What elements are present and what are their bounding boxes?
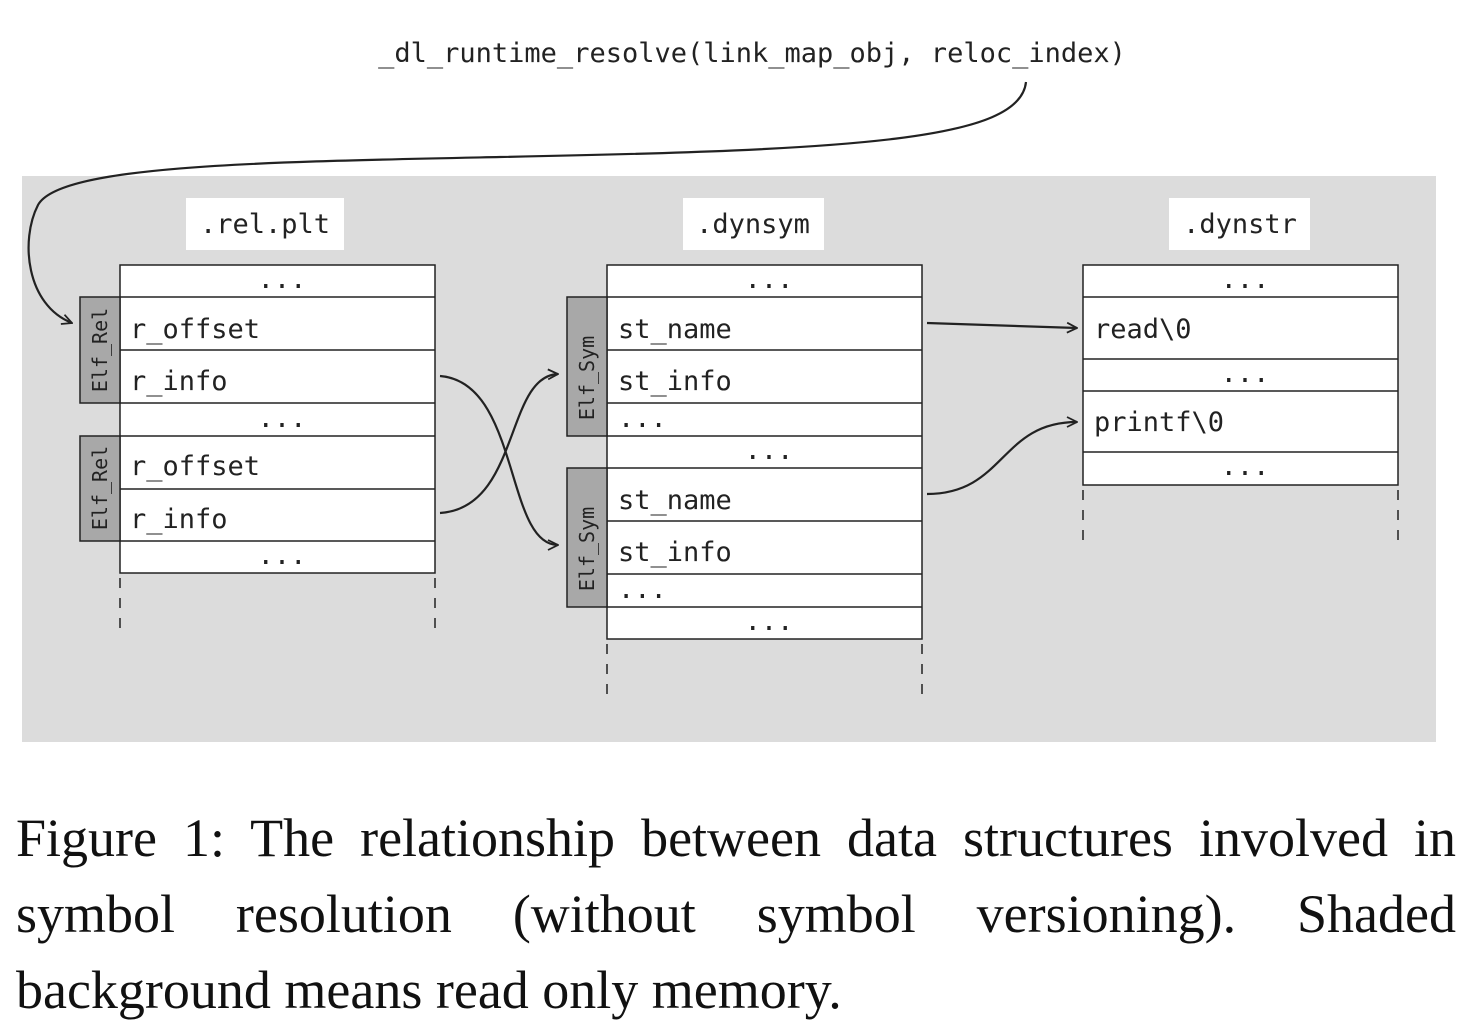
rel-plt-title-box (186, 198, 344, 250)
elf-rel-tab (79, 296, 121, 404)
st-name-field: st_name (618, 485, 732, 516)
dynsym-table (606, 264, 923, 640)
symbol-resolution-diagram: _dl_runtime_resolve(link_map_obj, reloc_… (22, 38, 1436, 742)
ellipsis-row: ... (258, 540, 307, 571)
ellipsis-row: ... (258, 403, 307, 434)
ellipsis-row: ... (1221, 264, 1270, 295)
st-name-to-printf-arrow (926, 422, 1077, 496)
r-offset-field: r_offset (130, 451, 260, 482)
r-info-to-dynsym-arrow (439, 374, 558, 515)
dynsym-section: .dynsym Elf_Sym Elf_Sym ... st_name st_i… (566, 198, 923, 702)
r-info-field: r_info (130, 504, 228, 535)
ellipsis-row: ... (1221, 451, 1270, 482)
st-info-field: st_info (618, 366, 732, 397)
ellipsis-row: ... (745, 264, 794, 295)
st-name-field: st_name (618, 314, 732, 345)
ellipsis-row: ... (745, 606, 794, 637)
elf-rel-label: Elf_Rel (88, 308, 112, 392)
function-call-label: _dl_runtime_resolve(link_map_obj, reloc_… (378, 38, 1126, 69)
rel-plt-table (119, 264, 436, 574)
ellipsis-row: ... (745, 435, 794, 466)
ellipsis-row: ... (1221, 358, 1270, 389)
elf-rel-label: Elf_Rel (88, 446, 112, 530)
elf-sym-label: Elf_Sym (575, 336, 599, 420)
reloc-index-arrow (27, 81, 1028, 323)
string-printf: printf\0 (1094, 407, 1224, 438)
dynstr-table (1082, 264, 1399, 486)
elf-rel-tab (79, 435, 121, 542)
ellipsis-row: ... (258, 264, 307, 295)
elf-sym-tab (566, 467, 608, 608)
string-read: read\0 (1094, 314, 1192, 345)
elf-sym-tab (566, 296, 608, 437)
r-info-to-dynsym-arrow (439, 374, 558, 545)
dynsym-title: .dynsym (696, 209, 810, 240)
figure-caption: Figure 1: The relationship between data … (16, 808, 1456, 1020)
dynstr-section: .dynstr ... read\0 ... printf\0 ... (1082, 198, 1399, 546)
r-offset-field: r_offset (130, 314, 260, 345)
r-info-field: r_info (130, 366, 228, 397)
rel-plt-title: .rel.plt (200, 209, 330, 240)
rel-plt-section: .rel.plt Elf_Rel Elf_Rel ... r_offset r_… (79, 198, 436, 636)
elf-sym-label: Elf_Sym (575, 507, 599, 591)
st-name-to-read-arrow (926, 323, 1077, 328)
dynstr-title: .dynstr (1183, 209, 1297, 240)
ellipsis-field: ... (618, 574, 667, 605)
dynsym-title-box (683, 198, 824, 250)
ellipsis-field: ... (618, 403, 667, 434)
dynstr-title-box (1169, 198, 1310, 250)
st-info-field: st_info (618, 537, 732, 568)
